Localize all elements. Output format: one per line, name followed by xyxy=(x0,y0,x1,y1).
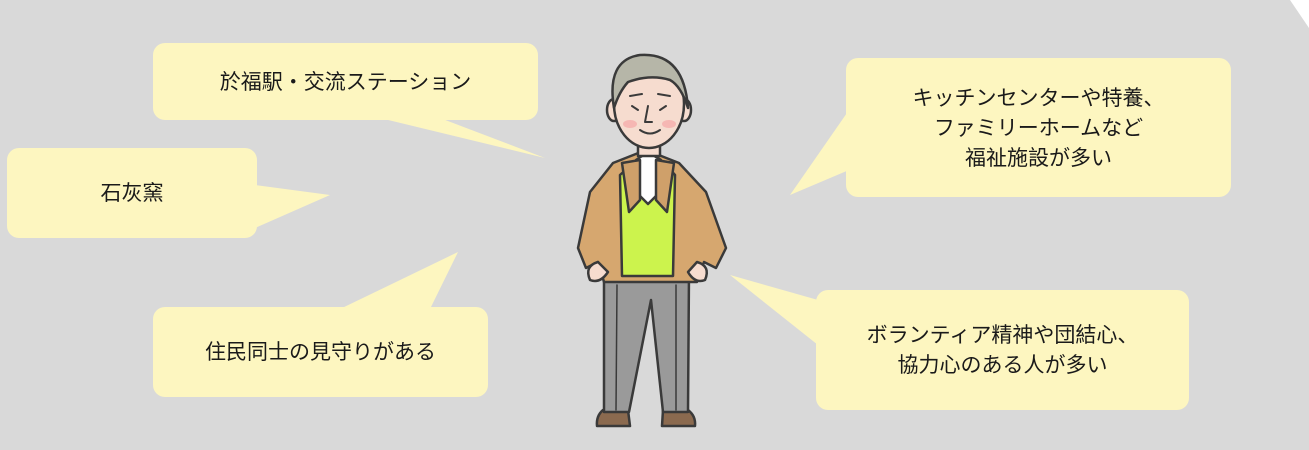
bubble-watch: 住民同士の見守りがある xyxy=(153,307,488,397)
tail-watch xyxy=(340,252,458,309)
bubble-kiln-line: 石灰窯 xyxy=(100,181,164,205)
tail-welfare xyxy=(790,110,849,195)
bubble-station: 於福駅・交流ステーション xyxy=(153,43,538,120)
tail-kiln xyxy=(255,185,330,228)
bubble-volunteer-line-2: 協力心のある人が多い xyxy=(897,353,1108,377)
bubble-welfare-line-2: ファミリーホームなど xyxy=(933,115,1144,140)
bubble-welfare: キッチンセンターや特養、 ファミリーホームなど 福祉施設が多い xyxy=(846,58,1231,197)
tail-volunteer xyxy=(730,275,818,345)
bubble-station-line: 於福駅・交流ステーション xyxy=(219,69,472,94)
cheek-right xyxy=(662,120,676,128)
tail-station xyxy=(380,118,545,158)
bubble-volunteer: ボランティア精神や団結心、 協力心のある人が多い xyxy=(816,290,1189,410)
bubble-welfare-line-3: 福祉施設が多い xyxy=(965,145,1112,170)
bubble-volunteer-line-1: ボランティア精神や団結心、 xyxy=(866,323,1139,347)
bubble-kiln: 石灰窯 xyxy=(7,148,257,238)
bubble-welfare-line-1: キッチンセンターや特養、 xyxy=(912,85,1165,110)
cheek-left xyxy=(623,120,637,128)
bubble-watch-line: 住民同士の見守りがある xyxy=(205,340,436,364)
